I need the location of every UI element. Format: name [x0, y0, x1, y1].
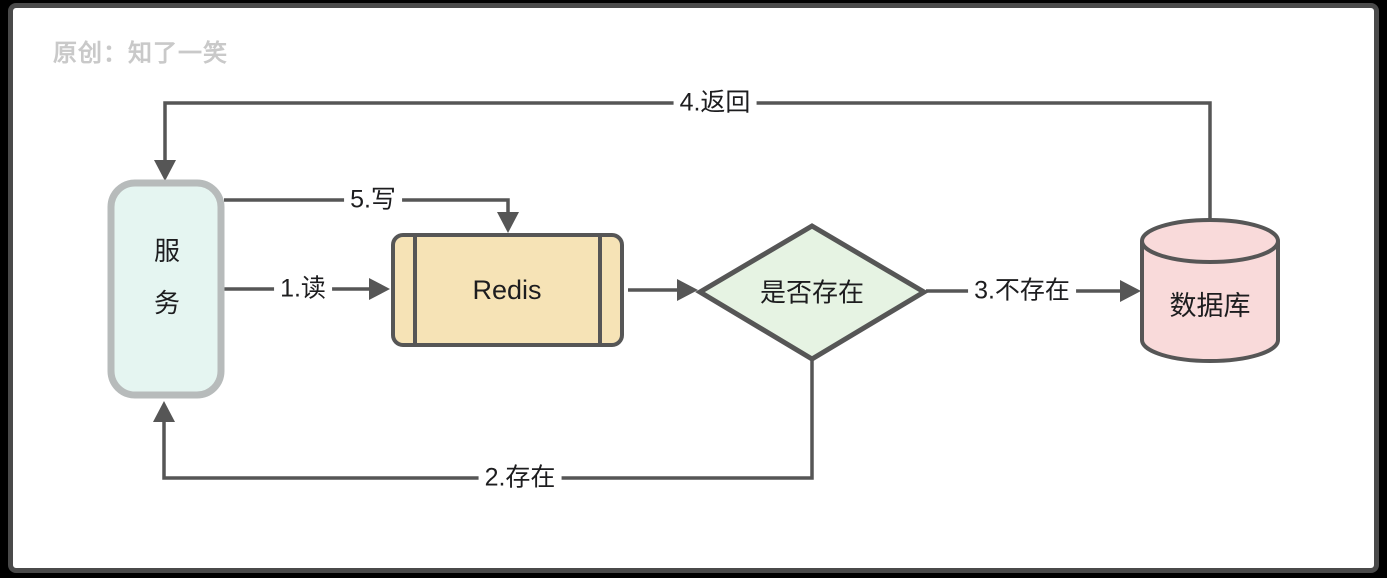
database-node-body — [1140, 241, 1280, 363]
arrowhead-return-down-icon — [154, 160, 176, 181]
decision-node — [695, 223, 929, 362]
edge-label-not-exists: 3.不存在 — [968, 275, 1076, 307]
decision-node-label: 是否存在 — [759, 277, 865, 308]
edge-label-exists: 2.存在 — [478, 462, 562, 494]
service-node — [107, 179, 225, 399]
arrowhead-read-right-icon — [369, 278, 390, 300]
edge-label-return: 4.返回 — [673, 87, 757, 119]
arrowhead-exists-up-icon — [153, 401, 175, 422]
edge-exists — [162, 360, 814, 480]
database-node-label: 数据库 — [1169, 290, 1251, 321]
database-node-top — [1140, 218, 1280, 264]
edge-label-read: 1.读 — [274, 273, 332, 305]
arrowhead-redis-decision-right-icon — [677, 279, 698, 301]
redis-node — [391, 233, 624, 347]
edge-return — [163, 101, 1212, 220]
arrowhead-not-exists-right-icon — [1120, 280, 1141, 302]
redis-node-label: Redis — [472, 274, 542, 305]
edge-label-write: 5.写 — [344, 184, 402, 216]
watermark-text: 原创：知了一笑 — [53, 40, 228, 67]
service-node-label: 服务 — [150, 237, 181, 341]
arrowhead-write-down-icon — [497, 212, 519, 233]
